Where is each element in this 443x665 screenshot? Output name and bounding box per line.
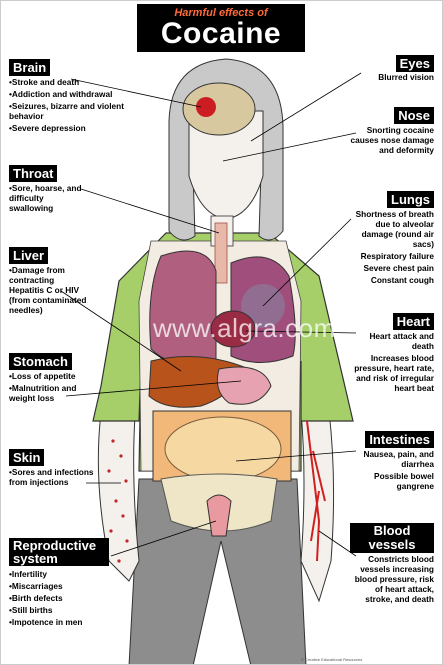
- brain-item: Stroke and death: [9, 77, 139, 87]
- title-big: Cocaine: [160, 17, 282, 50]
- title-small: Harmful effects of: [174, 7, 268, 19]
- lungs-item: Shortness of breath due to alveolar dama…: [355, 209, 434, 249]
- reproductive-item: Birth defects: [9, 593, 109, 603]
- liver-item: Damage from contracting Hepatitis C or H…: [9, 265, 89, 315]
- reproductive-item: Impotence in men: [9, 617, 109, 627]
- stomach-item: Loss of appetite: [9, 371, 81, 381]
- blood-vessels-item: Constricts blood vessels increasing bloo…: [354, 554, 434, 604]
- heart-items: Heart attack and death Increases blood p…: [354, 331, 434, 395]
- lungs-item: Respiratory failure: [360, 251, 434, 261]
- stomach: [216, 366, 272, 405]
- brain-stroke: [196, 97, 216, 117]
- liver-items: Damage from contracting Hepatitis C or H…: [9, 265, 89, 317]
- lungs-items: Shortness of breath due to alveolar dama…: [346, 209, 434, 287]
- skin-heading: Skin: [9, 449, 45, 466]
- lungs-item: Constant cough: [370, 275, 434, 285]
- skin-items: Sores and infections from injections: [9, 467, 94, 489]
- reproductive-heading: Reproductive system: [9, 538, 109, 566]
- brain-items: Stroke and death Addiction and withdrawa…: [9, 77, 139, 135]
- trachea: [214, 222, 228, 284]
- liver-heading: Liver: [9, 247, 49, 264]
- brain-heading: Brain: [9, 59, 51, 76]
- watermark: www.algra.com: [153, 313, 336, 343]
- left-lung: [149, 250, 217, 366]
- nose-heading: Nose: [394, 107, 434, 124]
- eyes-item: Blurred vision: [378, 72, 434, 82]
- lungs-item: Severe chest pain: [363, 263, 434, 273]
- heart-item: Increases blood pressure, heart rate, an…: [354, 353, 434, 393]
- small-intestine: [164, 416, 282, 482]
- heart-item: Heart attack and death: [369, 331, 434, 351]
- blood-vessels-items: Constricts blood vessels increasing bloo…: [354, 554, 434, 606]
- eyes-items: Blurred vision: [334, 72, 434, 84]
- nose-item: Snorting cocaine causes nose damage and …: [350, 125, 434, 155]
- jeans: [128, 478, 307, 664]
- reproductive-item: Miscarriages: [9, 581, 109, 591]
- throat-heading: Throat: [9, 165, 58, 182]
- heart: [210, 310, 256, 348]
- brain-item: Severe depression: [9, 123, 139, 133]
- throat-item: Sore, hoarse, and difficulty swallowing: [9, 183, 89, 213]
- intestines-heading: Intestines: [365, 431, 434, 448]
- nose-items: Snorting cocaine causes nose damage and …: [338, 125, 434, 157]
- stomach-heading: Stomach: [9, 353, 72, 370]
- brain-item: Seizures, bizarre and violent behavior: [9, 101, 139, 121]
- skin-sores: [107, 439, 129, 563]
- intestines-items: Nausea, pain, and diarrhea Possible bowe…: [354, 449, 434, 493]
- heart-heading: Heart: [392, 313, 434, 330]
- reproductive-item: Infertility: [9, 569, 109, 579]
- title-box: Harmful effects of Cocaine: [137, 4, 305, 52]
- stomach-item: Malnutrition and weight loss: [9, 383, 81, 403]
- stomach-items: Loss of appetite Malnutrition and weight…: [9, 371, 81, 405]
- reproductive-items: Infertility Miscarriages Birth defects S…: [9, 569, 109, 629]
- blood-vessels: [306, 420, 326, 562]
- reproductive-item: Still births: [9, 605, 109, 615]
- blood-vessels-heading: Blood vessels: [350, 523, 434, 553]
- brain: [182, 82, 256, 136]
- intestines-item: Possible bowel gangrene: [374, 471, 434, 491]
- eyes-heading: Eyes: [395, 55, 434, 72]
- skin-item: Sores and infections from injections: [9, 467, 94, 487]
- lungs-heading: Lungs: [387, 191, 434, 208]
- intestines-item: Nausea, pain, and diarrhea: [363, 449, 434, 469]
- brain-item: Addiction and withdrawal: [9, 89, 139, 99]
- uterus: [206, 494, 232, 537]
- throat-items: Sore, hoarse, and difficulty swallowing: [9, 183, 89, 215]
- copyright: © Creative Educational Resources: [301, 657, 363, 662]
